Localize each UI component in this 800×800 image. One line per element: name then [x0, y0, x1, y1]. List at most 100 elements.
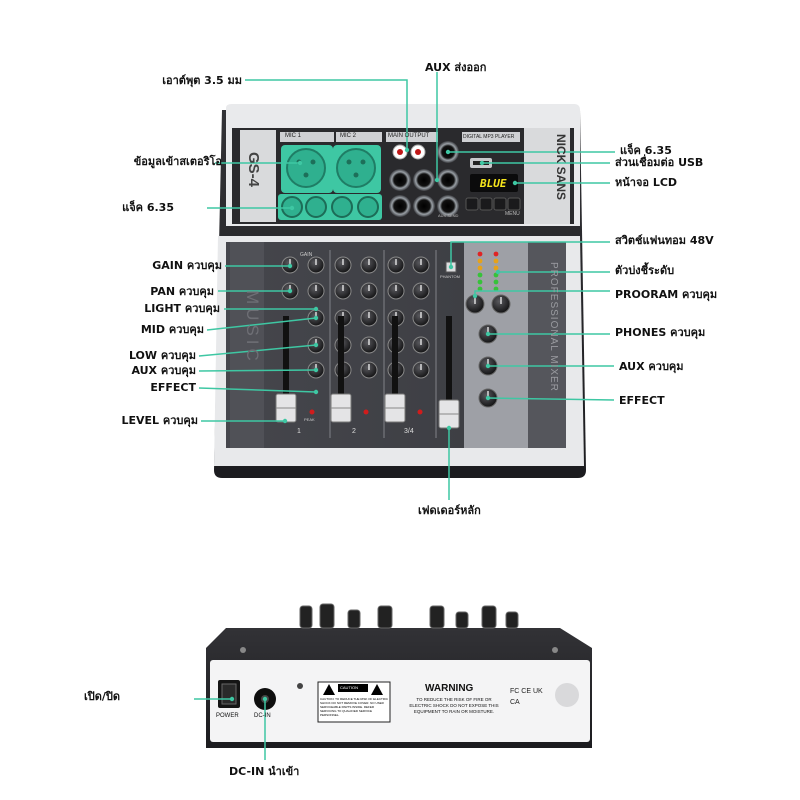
leader-dot: [512, 180, 518, 186]
gain-label: GAIN: [300, 252, 313, 258]
leader-dot: [313, 315, 319, 321]
leader-dot: [313, 367, 319, 373]
meter-led: [493, 258, 499, 264]
callout-gain: GAIN ควบคุม: [152, 259, 222, 272]
model-strip: [240, 130, 276, 222]
callout-lcd: หน้าจอ LCD: [615, 176, 678, 189]
callout-meter: ตัวบ่งชี้ระดับ: [615, 264, 675, 277]
brand-strip: [524, 128, 570, 224]
leader-dot: [297, 160, 303, 166]
channel-knobs: [281, 256, 511, 408]
xlr-socket-2[interactable]: [336, 148, 376, 188]
cert-marks: FC CE UK CA: [510, 688, 543, 706]
leader-line: [198, 344, 317, 357]
callout-dots: [229, 147, 518, 702]
meter-led: [477, 272, 483, 278]
callout-jack-left: แจ็ค 6.35: [122, 201, 174, 214]
leader-dot: [485, 331, 491, 337]
meter-led: [477, 279, 483, 285]
leader-dot: [313, 306, 319, 312]
power-label: POWER: [216, 713, 239, 719]
callout-pan: PAN ควบคุม: [150, 285, 214, 298]
callout-jack-right: แจ็ค 6.35: [620, 144, 672, 157]
stereo-jack-row: [278, 194, 382, 220]
mic2-label: MIC 2: [340, 133, 357, 139]
leader-dot: [495, 269, 501, 275]
leader-dot: [289, 205, 295, 211]
model-label: GS-4: [245, 152, 262, 188]
callout-usb: ส่วนเชื่อมต่อ USB: [615, 156, 704, 169]
callout-program: PROORAM ควบคุม: [615, 288, 718, 301]
leader-dot: [479, 160, 485, 166]
leader-dot: [229, 696, 235, 702]
peak-leds: [309, 409, 423, 415]
callout-leaders: [194, 72, 615, 760]
rear-knob-tops: [299, 603, 519, 629]
warning-title: WARNING: [425, 683, 474, 694]
lcd-display: [470, 174, 518, 192]
callout-level: LEVEL ควบคุม: [121, 414, 198, 427]
leader-line: [198, 369, 317, 372]
channel-faders: [275, 316, 460, 429]
warning-body: TO REDUCE THE RISK OF FIRE OR ELECTRIC S…: [409, 697, 499, 714]
leader-dot: [434, 177, 440, 183]
leader-dot: [282, 418, 288, 424]
pro-mixer-strip: [528, 242, 566, 448]
leader-dot: [262, 696, 268, 702]
rear-panel: [210, 660, 590, 742]
leader-dot: [287, 263, 293, 269]
callout-aux-send: AUX ส่งออก: [425, 61, 487, 74]
mp3-title: DIGITAL MP3 PLAYER: [463, 134, 515, 140]
mixer-rear-view: [206, 603, 592, 748]
leader-dot: [313, 342, 319, 348]
ch-label-2: 2: [352, 428, 356, 435]
meter-led: [477, 265, 483, 271]
callout-effect-right: EFFECT: [619, 394, 665, 407]
caution-title: CAUTION: [340, 685, 358, 690]
callout-dc-in: DC-IN นำเข้า: [229, 765, 300, 778]
brand-label: NICK SANS: [554, 134, 568, 201]
level-meter: [477, 251, 499, 292]
meter-led: [477, 286, 483, 292]
leader-line: [487, 397, 615, 401]
callout-aux-out-3-5: เอาต์พุต 3.5 มม: [162, 74, 242, 87]
meter-led: [493, 265, 499, 271]
leader-dot: [485, 395, 491, 401]
callout-stereo-in: ข้อมูลเข้าสเตอริโอ: [133, 155, 222, 168]
music-label: MUSIC: [243, 290, 262, 365]
callout-low: LOW ควบคุม: [128, 349, 196, 362]
callout-aux-right: AUX ควบคุม: [619, 360, 684, 373]
main-output-label: MAIN OUTPUT: [388, 133, 430, 139]
pro-mixer-label: PROFESSIONAL MIXER: [548, 262, 559, 392]
phantom-label: PHANTOM: [440, 274, 460, 279]
meter-led: [477, 251, 483, 257]
mixer-top-view: [214, 104, 586, 478]
callout-aux: AUX ควบคุม: [131, 364, 196, 377]
callout-effect-left: EFFECT: [150, 381, 196, 394]
aux-send-label: AUX SEND: [438, 213, 459, 218]
leader-line: [245, 79, 408, 150]
music-strip: [230, 242, 264, 448]
stereo-jacks: [281, 196, 379, 218]
ch-label-3: 3/4: [404, 428, 414, 435]
callout-phantom: สวิตช์แฟนทอม 48V: [615, 234, 714, 247]
menu-label: MENU: [505, 211, 520, 217]
peak-label: PEAK: [304, 417, 315, 422]
lcd-text: BLUE: [480, 177, 507, 190]
leader-dot: [404, 147, 410, 153]
callout-main-fader: เฟดเดอร์หลัก: [418, 504, 481, 517]
leader-dot: [287, 288, 293, 294]
callout-phones: PHONES ควบคุม: [615, 326, 706, 339]
xlr-socket-1[interactable]: [286, 148, 326, 188]
callout-power: เปิด/ปิด: [83, 690, 120, 703]
leader-dot: [485, 363, 491, 369]
leader-dot: [313, 389, 319, 395]
channel-dividers: [329, 250, 437, 438]
leader-dot: [446, 425, 452, 431]
leader-line: [206, 317, 317, 331]
callout-light: LIGHT ควบคุม: [144, 302, 220, 315]
meter-led: [493, 251, 499, 257]
callout-mid: MID ควบคุม: [140, 323, 204, 336]
leader-dot: [448, 264, 454, 270]
